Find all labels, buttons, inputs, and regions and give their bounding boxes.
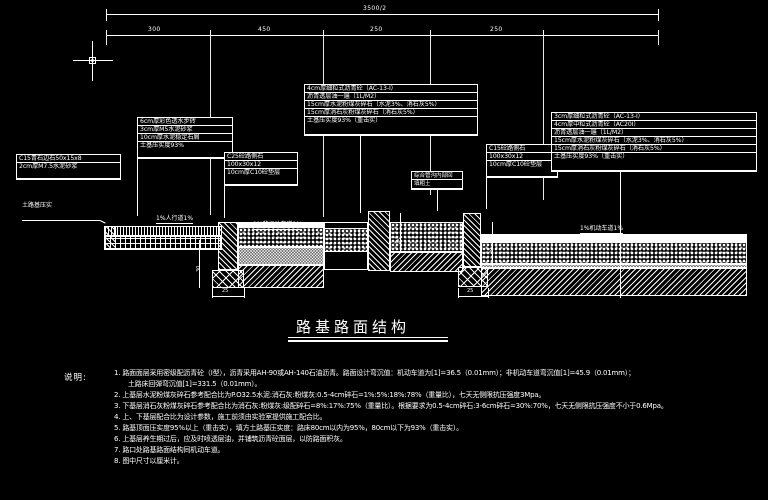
block-curb-right xyxy=(463,213,481,267)
block-pipe-trench xyxy=(368,211,390,271)
layer-shoulder-fill xyxy=(390,222,463,252)
note-number: 5. xyxy=(114,424,121,432)
note-text: 上、下基层配合比为设计参数，施工前须由实验室提供施工配合比。 xyxy=(122,413,327,421)
callout-line: 10cm厚水泥稳定石屑 xyxy=(138,134,232,142)
layer-motor-asphalt-mid xyxy=(481,238,747,242)
callout-kerb-left: C15青石边石50x15x8 2cm厚M7.5水泥砂浆 xyxy=(16,154,121,179)
callout-pipe-trench: 综合管沟内部回 填粗土 xyxy=(411,171,463,189)
note-text: 路口处路基路面结构同机动车道。 xyxy=(122,446,225,454)
dim-pipe-height: 45 xyxy=(397,237,403,244)
callout-nonmotor: 4cm厚细粒式沥青砼（AC-13-I） 沥青透层油一遍（1L/M2） 15cm厚… xyxy=(304,84,478,135)
note-item: 3. 下基层消石灰粉煤灰碎石参考配合比为消石灰:粉煤灰:级配碎石=8%:17%:… xyxy=(114,401,754,412)
callout-line: 填粗土 xyxy=(414,181,431,187)
layer-motor-cement-flyash xyxy=(481,242,747,264)
callout-line: 100x30x12 xyxy=(225,161,297,169)
callout-line: 2cm厚M7.5水泥砂浆 xyxy=(19,163,78,170)
layer-motor-asphalt-fine xyxy=(481,234,747,238)
note-number: 2. xyxy=(114,391,121,399)
layer-nonmotor-subgrade xyxy=(238,265,324,288)
dim-segment-1: 300 xyxy=(148,25,161,34)
callout-line: 15cm厚水泥粉煤灰碎石（水泥3%、消石灰5%） xyxy=(552,137,756,145)
note-number: 4. xyxy=(114,413,121,421)
notes-block: 说明: 1. 路面面层采用密级配沥青砼（I型），沥青采用AH-90或AH-140… xyxy=(64,368,754,467)
drawing-title-wrap: 路基路面结构 xyxy=(296,316,410,337)
note-text-cont: 土路床回弹弯沉值[1]=331.5（0.01mm）。 xyxy=(128,380,262,388)
callout-line: 10cm厚C10砼垫层 xyxy=(489,161,543,168)
layer-nonmotor-lime-flyash xyxy=(238,247,324,265)
note-item: 4. 上、下基层配合比为设计参数，施工前须由实验室提供施工配合比。 xyxy=(114,412,754,423)
label-sidewalk-zone: 1%人行道1% xyxy=(156,215,194,224)
layer-motor-subgrade xyxy=(481,268,747,296)
callout-line: 100x30x12 xyxy=(487,153,557,161)
note-text: 路基顶面压实度95%以上（重击实），填方土路基压实度：路床80cm以内为95%，… xyxy=(122,424,463,432)
callout-curb-mid: C25砼路侧石 100x30x12 10cm厚C10砼垫层 xyxy=(224,152,298,185)
callout-line: 15cm厚水泥粉煤灰碎石（水泥3%、消石灰5%） xyxy=(305,101,477,109)
dim-kerb-width: 25 xyxy=(222,288,229,294)
callout-line: C15砼路侧石 xyxy=(487,145,557,153)
callout-line: 10cm厚C10砼垫层 xyxy=(227,169,281,176)
note-item: 5. 路基顶面压实度95%以上（重击实），填方土路基压实度：路床80cm以内为9… xyxy=(114,423,754,434)
callout-line: C25砼路侧石 xyxy=(225,153,297,161)
note-item: 1. 路面面层采用密级配沥青砼（I型），沥青采用AH-90或AH-140石油沥青… xyxy=(114,368,754,390)
dim-segment-4: 250 xyxy=(490,25,503,34)
note-text: 图中尺寸以厘米计。 xyxy=(122,457,184,465)
note-number: 6. xyxy=(114,435,121,443)
layer-pipe-backfill xyxy=(324,228,368,252)
callout-line: 沥青透层油一遍（1L/M2） xyxy=(305,93,477,101)
note-item: 6. 上基层养生期过后，应及时喷透层油，并铺筑沥青砼面层，以防路面积灰。 xyxy=(114,434,754,445)
note-item: 7. 路口处路基路面结构同机动车道。 xyxy=(114,445,754,456)
dim-segment-3: 250 xyxy=(370,25,383,34)
callout-line: 4cm厚细粒式沥青砼（AC-13-I） xyxy=(305,85,477,93)
note-item: 8. 图中尺寸以厘米计。 xyxy=(114,456,754,467)
block-kerb-left xyxy=(104,226,116,250)
crosshair-cursor-icon xyxy=(73,41,113,81)
callout-line: 综合管沟内部回 xyxy=(412,172,462,180)
callout-line: 3cm厚M5水泥砂浆 xyxy=(138,126,232,134)
callout-line: 沥青透层油一遍（1L/M2） xyxy=(552,129,756,137)
callout-motorway: 3cm厚细粒式沥青砼（AC-13-I） 4cm厚中粒式沥青砼（AC20I） 沥青… xyxy=(551,112,757,171)
callout-line: 土基压实度93%（重击实） xyxy=(307,117,382,124)
layer-shoulder-subgrade xyxy=(390,252,463,272)
page-title: 路基路面结构 xyxy=(296,318,411,336)
label-nonmotor-zone: 1%非机动车道1% xyxy=(253,221,303,230)
layer-sidewalk-paver xyxy=(104,226,222,236)
dim-curb-width: 25 xyxy=(467,288,474,294)
title-rule-thick xyxy=(288,340,448,342)
note-text: 上基层水泥粉煤灰碎石参考配合比为P.O32.5水泥:消石灰:粉煤灰:0.5-4c… xyxy=(122,391,546,399)
layer-sidewalk-base xyxy=(104,236,222,250)
note-number: 1. xyxy=(114,369,121,377)
dim-kerb-height: 30 xyxy=(196,265,202,272)
callout-line: 6cm厚彩色透水步砖 xyxy=(138,118,232,126)
label-subgrade-compact: 土路基压实 xyxy=(22,202,53,209)
callout-line: 15cm厚消石灰粉煤灰碎石（消石灰5%） xyxy=(305,109,477,117)
block-curb-mid xyxy=(218,222,238,270)
layer-nonmotor-asphalt xyxy=(238,222,324,227)
callout-line: C15青石边石50x15x8 xyxy=(17,155,120,163)
layer-motor-lime-flyash xyxy=(481,264,747,268)
dim-overall: 3500/2 xyxy=(363,4,387,13)
layer-nonmotor-cement-flyash xyxy=(238,227,324,247)
title-rule-thin xyxy=(288,337,448,338)
dim-curb-height: 30 xyxy=(489,247,495,254)
callout-line: 土基压实度93% xyxy=(140,142,184,149)
callout-sidewalk: 6cm厚彩色透水步砖 3cm厚M5水泥砂浆 10cm厚水泥稳定石屑 土基压实度9… xyxy=(137,117,233,158)
note-number: 3. xyxy=(114,402,121,410)
note-text: 下基层消石灰粉煤灰碎石参考配合比为消石灰:粉煤灰:级配碎石=8%:17%:75%… xyxy=(122,402,668,410)
callout-line: 土基压实度93%（重击实） xyxy=(554,153,629,160)
callout-line: 4cm厚中粒式沥青砼（AC20I） xyxy=(552,121,756,129)
notes-label: 说明: xyxy=(64,373,87,383)
note-number: 7. xyxy=(114,446,121,454)
callout-line: 3cm厚细粒式沥青砼（AC-13-I） xyxy=(552,113,756,121)
note-text: 上基层养生期过后，应及时喷透层油，并铺筑沥青砼面层，以防路面积灰。 xyxy=(122,435,347,443)
note-text: 路面面层采用密级配沥青砼（I型），沥青采用AH-90或AH-140石油沥青。路面… xyxy=(122,369,635,377)
dim-segment-2: 450 xyxy=(258,25,271,34)
note-number: 8. xyxy=(114,457,121,465)
callout-curb-right: C15砼路侧石 100x30x12 10cm厚C10砼垫层 xyxy=(486,144,558,177)
callout-line: 15cm厚消石灰粉煤灰碎石（消石灰5%） xyxy=(552,145,756,153)
note-item: 2. 上基层水泥粉煤灰碎石参考配合比为P.O32.5水泥:消石灰:粉煤灰:0.5… xyxy=(114,390,754,401)
label-motor-zone: 1%机动车道1% xyxy=(580,225,624,234)
